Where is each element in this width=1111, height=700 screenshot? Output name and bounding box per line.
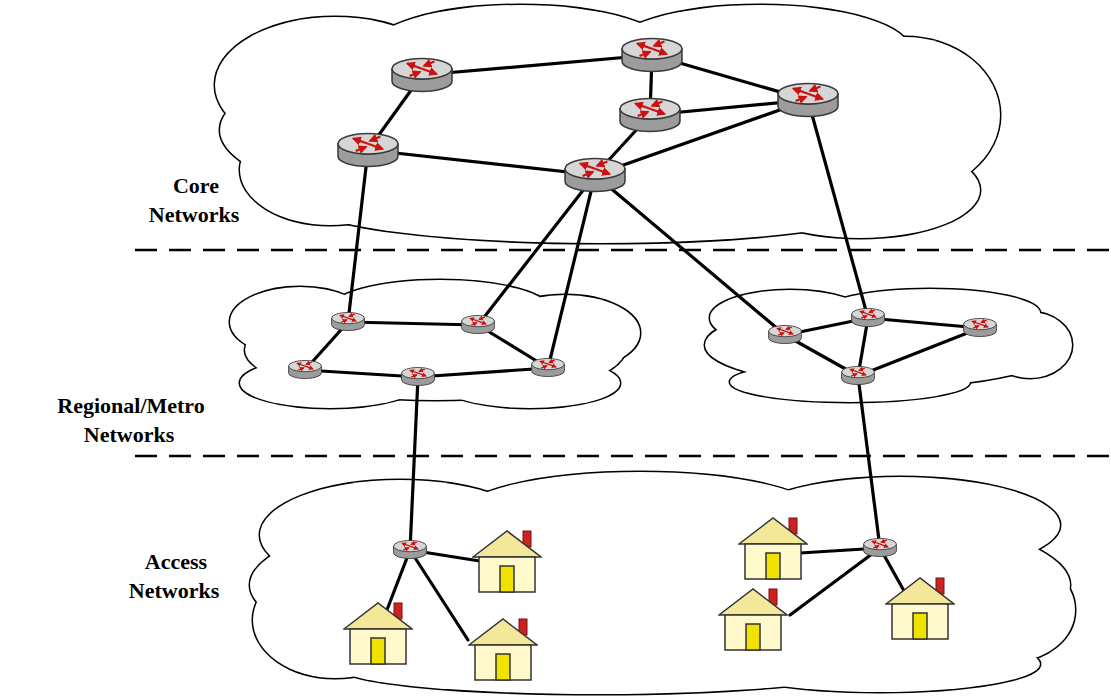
edge-router bbox=[332, 312, 365, 330]
core-cloud bbox=[215, 5, 1000, 243]
house-icon bbox=[469, 619, 537, 680]
network-link bbox=[808, 100, 868, 318]
metro-cloud-right bbox=[730, 362, 970, 402]
metro-cloud-right bbox=[705, 289, 1072, 402]
network-link bbox=[410, 377, 418, 550]
network-link bbox=[305, 55, 980, 640]
tier-separator bbox=[135, 250, 1111, 456]
tier-label: Core Networks bbox=[130, 172, 260, 229]
network-link bbox=[418, 368, 548, 377]
core-router bbox=[565, 158, 625, 191]
metro-cloud-left bbox=[230, 280, 640, 408]
tier-label: Regional/Metro Networks bbox=[20, 392, 240, 449]
edge-router bbox=[289, 360, 322, 378]
network-link bbox=[858, 376, 880, 548]
edge-router bbox=[964, 318, 997, 336]
tier-label-text: Regional/Metro Networks bbox=[55, 393, 204, 447]
tier-label: Access Networks bbox=[100, 548, 250, 605]
edge-router bbox=[842, 366, 875, 384]
house-icon bbox=[886, 578, 954, 639]
core-router bbox=[620, 98, 680, 131]
core-cloud bbox=[740, 142, 980, 238]
edge-router bbox=[402, 367, 435, 385]
edge-router bbox=[462, 315, 495, 333]
network-link bbox=[595, 175, 785, 335]
core-router bbox=[338, 38, 838, 191]
core-router bbox=[778, 83, 838, 116]
house-icon bbox=[344, 603, 412, 664]
network-link bbox=[790, 548, 880, 615]
core-router bbox=[338, 133, 398, 166]
house-icon bbox=[473, 531, 541, 592]
metro-cloud-right bbox=[705, 289, 1072, 402]
metro-cloud-right bbox=[988, 312, 1072, 378]
core-cloud bbox=[740, 142, 980, 238]
core-cloud bbox=[215, 5, 1000, 243]
metro-cloud-right bbox=[730, 362, 970, 402]
edge-router bbox=[769, 325, 802, 343]
access-cloud bbox=[250, 472, 1075, 694]
access-cloud bbox=[250, 472, 1075, 694]
metro-cloud-left bbox=[240, 358, 420, 408]
metro-cloud-left bbox=[440, 358, 620, 408]
metro-cloud-left bbox=[240, 358, 420, 408]
tier-separator bbox=[135, 249, 1111, 252]
core-router bbox=[622, 38, 682, 71]
metro-cloud-right bbox=[988, 312, 1072, 378]
tier-label-text: Access Networks bbox=[129, 549, 221, 603]
core-cloud bbox=[215, 5, 1000, 243]
network-link bbox=[410, 550, 468, 640]
edge-router bbox=[394, 540, 427, 558]
metro-cloud-left bbox=[230, 280, 640, 408]
network-link bbox=[348, 322, 478, 325]
access-cloud bbox=[250, 472, 1075, 694]
network-link bbox=[305, 370, 418, 377]
edge-router bbox=[532, 358, 565, 376]
metro-cloud-left bbox=[440, 358, 620, 408]
metro-cloud-right bbox=[705, 289, 1072, 402]
house-icon bbox=[719, 589, 787, 650]
network-link bbox=[368, 150, 595, 175]
access-cloud bbox=[253, 562, 417, 678]
house-icon bbox=[344, 518, 954, 680]
access-cloud bbox=[253, 562, 417, 678]
tier-separator bbox=[135, 455, 1111, 458]
house-icon bbox=[739, 518, 807, 579]
network-link bbox=[858, 328, 980, 376]
metro-cloud-left bbox=[230, 280, 640, 408]
edge-router bbox=[852, 308, 885, 326]
edge-router bbox=[289, 308, 997, 558]
network-link bbox=[422, 55, 652, 75]
edge-router bbox=[864, 538, 897, 556]
network-link bbox=[548, 175, 595, 368]
tier-label-text: Core Networks bbox=[149, 173, 241, 227]
core-router bbox=[392, 58, 452, 91]
network-link bbox=[348, 150, 368, 322]
